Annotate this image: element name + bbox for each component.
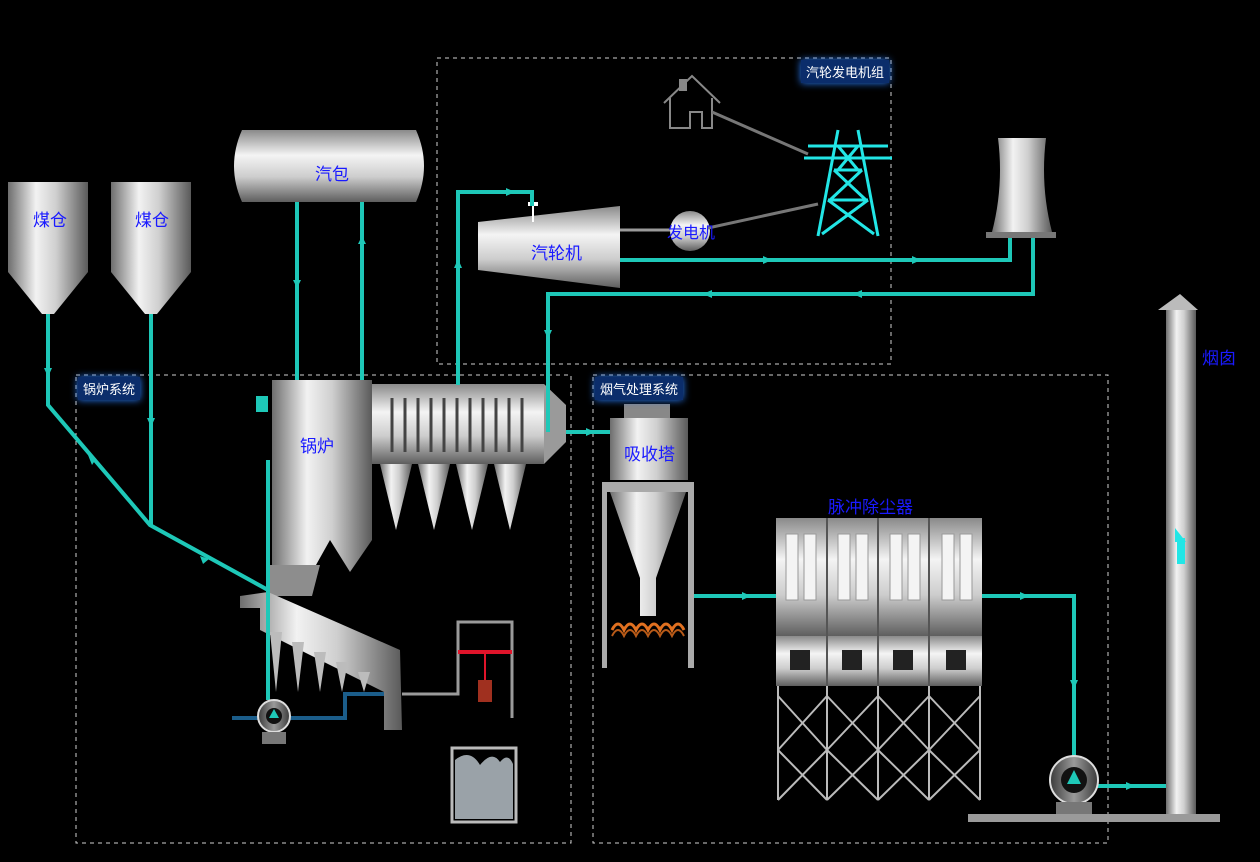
steam-drum-label: 汽包 bbox=[315, 165, 349, 185]
generator-label: 发电机 bbox=[667, 223, 716, 242]
boiler-system-tag[interactable]: 锅炉系统 bbox=[78, 377, 141, 400]
chain-grate bbox=[240, 565, 402, 730]
coal-bin-1[interactable] bbox=[8, 182, 88, 314]
turbine-group-frame bbox=[436, 57, 892, 365]
flue-gas-frame bbox=[592, 374, 1109, 844]
turbine-label: 汽轮机 bbox=[531, 244, 582, 264]
cooling-tower[interactable] bbox=[986, 138, 1056, 238]
boiler-blower[interactable] bbox=[257, 699, 291, 744]
slag-tank bbox=[450, 746, 518, 824]
coal-feed-pipes bbox=[46, 314, 269, 592]
house-icon bbox=[663, 74, 721, 129]
steam-drum[interactable] bbox=[234, 130, 424, 202]
flue-gas-system-tag[interactable]: 烟气处理系统 bbox=[595, 377, 684, 400]
coal-bin-2-label: 煤仓 bbox=[135, 211, 169, 231]
steam-turbine[interactable] bbox=[478, 206, 620, 288]
transmission-tower-icon bbox=[804, 129, 892, 237]
chimney[interactable] bbox=[1158, 294, 1198, 814]
slag-lift bbox=[402, 620, 514, 718]
coal-bin-1-label: 煤仓 bbox=[33, 211, 67, 231]
induced-draft-fan[interactable] bbox=[1049, 755, 1099, 814]
boiler-system-frame bbox=[75, 374, 572, 844]
absorber-tower[interactable] bbox=[602, 404, 694, 668]
slag-piston bbox=[478, 680, 492, 702]
pulse-bag-filter[interactable] bbox=[776, 518, 982, 801]
bag-filter-label: 脉冲除尘器 bbox=[828, 498, 913, 518]
air-pipes bbox=[232, 692, 384, 720]
drum-pipes bbox=[295, 202, 364, 385]
boiler-label: 锅炉 bbox=[300, 437, 334, 457]
coal-bin-2[interactable] bbox=[111, 182, 191, 314]
absorber-label: 吸收塔 bbox=[624, 445, 675, 465]
chimney-label: 烟囱 bbox=[1202, 349, 1236, 369]
generator[interactable] bbox=[670, 211, 710, 251]
ground-base bbox=[968, 814, 1220, 822]
boiler[interactable] bbox=[256, 380, 566, 572]
turbine-group-tag[interactable]: 汽轮发电机组 bbox=[801, 60, 890, 83]
steam-pipes bbox=[456, 190, 1035, 434]
